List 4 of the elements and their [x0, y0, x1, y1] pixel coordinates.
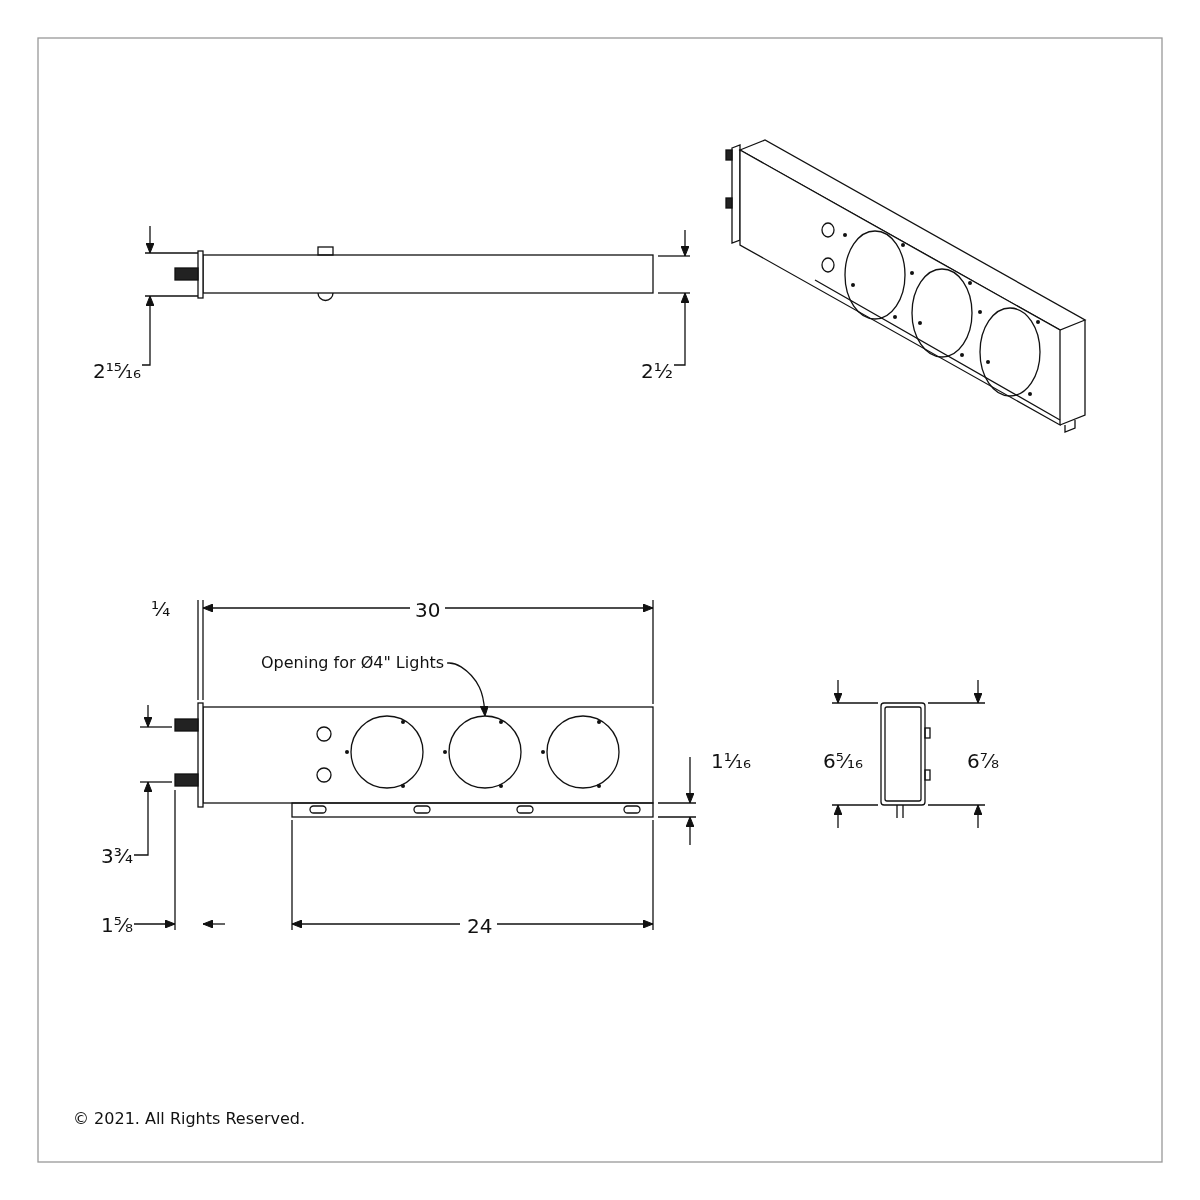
leader-line [446, 662, 489, 717]
copyright-note: © 2021. All Rights Reserved. [72, 1110, 306, 1128]
light-opening [448, 715, 522, 789]
callout-text: Opening for Ø4" Lights [260, 654, 446, 672]
